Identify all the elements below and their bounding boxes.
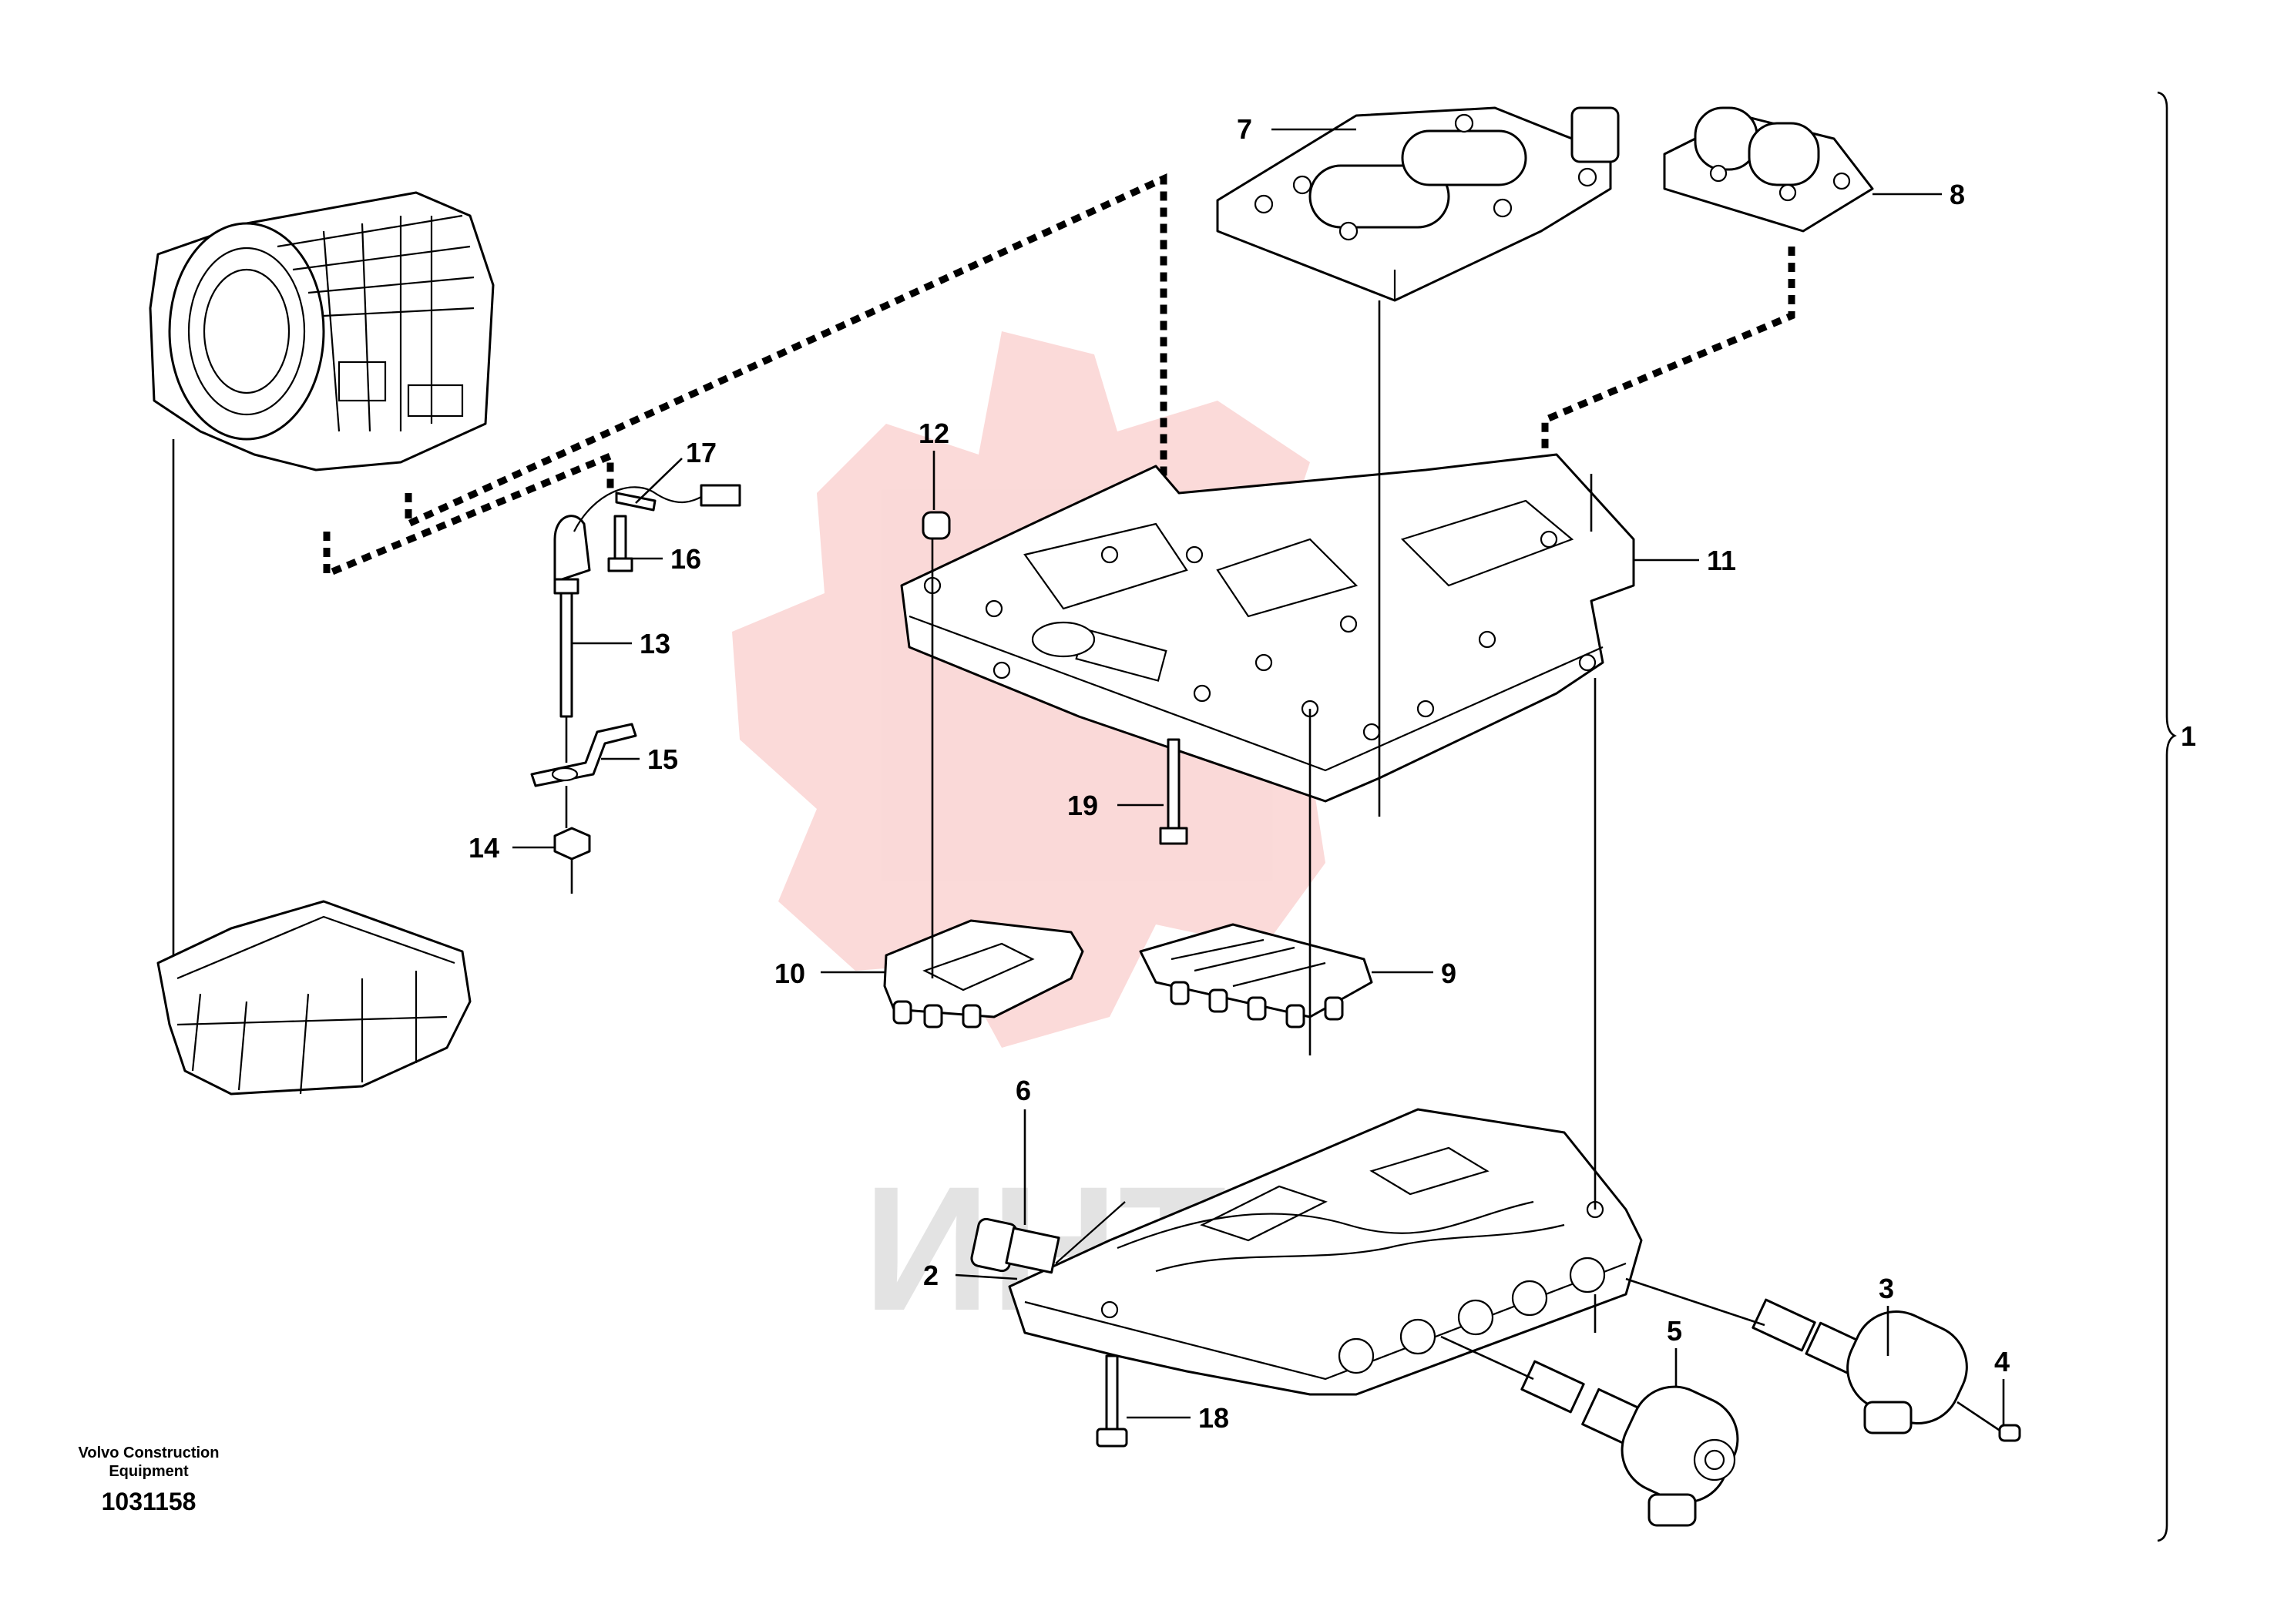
valve-block-9 bbox=[1139, 923, 1373, 1028]
callout-4: 4 bbox=[1994, 1346, 2010, 1377]
pressure-sensor-6 bbox=[970, 1201, 1126, 1274]
valve-plate-11 bbox=[900, 453, 1635, 803]
wire-clip bbox=[615, 492, 657, 512]
bolt-19 bbox=[1159, 738, 1188, 845]
callout-19: 19 bbox=[1067, 790, 1098, 821]
callout-11: 11 bbox=[1707, 545, 1736, 576]
callout-14: 14 bbox=[469, 832, 499, 864]
assembly-bracket bbox=[2157, 91, 2177, 1542]
callout-15: 15 bbox=[647, 743, 678, 775]
solenoid-valve-5 bbox=[1440, 1335, 1739, 1527]
callout-17: 17 bbox=[686, 437, 717, 468]
valve-body-2 bbox=[1008, 1108, 1643, 1396]
drawing-number: 1031158 bbox=[102, 1488, 196, 1515]
temperature-sensor bbox=[553, 486, 656, 718]
connector-plug bbox=[654, 484, 741, 507]
screw-4 bbox=[1956, 1401, 2021, 1442]
plug-12 bbox=[922, 511, 951, 540]
leader-lines bbox=[512, 128, 2005, 1425]
callout-1: 1 bbox=[2181, 720, 2196, 752]
callout-16: 16 bbox=[670, 543, 701, 575]
bolt-16 bbox=[607, 515, 633, 572]
bracket-15 bbox=[530, 723, 637, 787]
callout-13: 13 bbox=[640, 628, 670, 659]
callout-10: 10 bbox=[774, 958, 805, 989]
callout-3: 3 bbox=[1879, 1273, 1894, 1304]
valve-housing-7 bbox=[1216, 106, 1620, 302]
publisher-line-2: Equipment bbox=[109, 1463, 189, 1480]
callout-8: 8 bbox=[1950, 179, 1965, 210]
callout-2: 2 bbox=[923, 1260, 939, 1291]
solenoid-valve-3 bbox=[1625, 1277, 1968, 1434]
publisher-line-1: Volvo Construction bbox=[79, 1444, 220, 1461]
transmission-housing bbox=[149, 191, 495, 471]
bolt-18 bbox=[1096, 1354, 1128, 1448]
callout-12: 12 bbox=[919, 418, 949, 449]
assembly-lines bbox=[931, 300, 1597, 1333]
nut-14 bbox=[553, 827, 591, 894]
drawing-footer: Volvo Construction Equipment 1031158 bbox=[79, 1444, 220, 1515]
oil-pan bbox=[156, 900, 472, 1096]
callout-7: 7 bbox=[1237, 113, 1252, 145]
callout-9: 9 bbox=[1441, 958, 1456, 989]
callout-5: 5 bbox=[1667, 1315, 1682, 1347]
callout-18: 18 bbox=[1198, 1402, 1229, 1434]
valve-block-10 bbox=[883, 919, 1084, 1028]
valve-housing-8 bbox=[1663, 106, 1874, 233]
callouts: 1 2 3 4 5 6 7 8 9 10 11 12 13 14 15 16 1… bbox=[469, 113, 2196, 1434]
callout-6: 6 bbox=[1016, 1075, 1031, 1106]
